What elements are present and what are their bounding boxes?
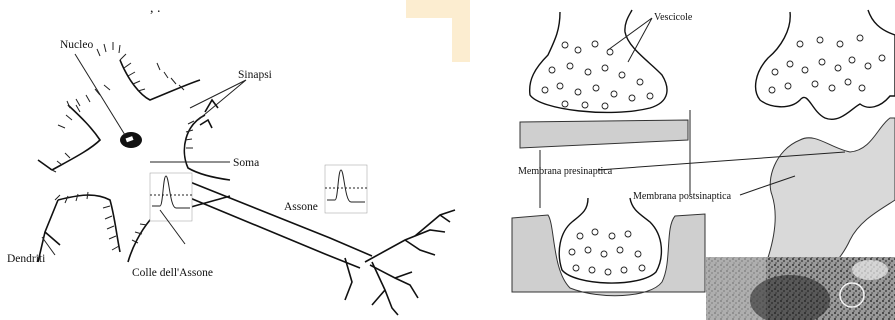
axon-potential-graph [325, 165, 367, 213]
label-vesicles: Vescicole [654, 12, 693, 23]
presynaptic-terminal-top [530, 10, 667, 112]
label-presynaptic-membrane: Membrana presinaptica [518, 166, 613, 177]
postsynaptic-membrane-band-top [520, 120, 688, 148]
label-dendrites: Dendriti [7, 253, 45, 265]
label-nucleus: Nucleo [60, 39, 93, 51]
label-postsynaptic-membrane: Membrana postsinaptica [633, 191, 732, 202]
top-text-fragment: , . [150, 1, 161, 16]
label-soma: Soma [233, 157, 259, 169]
neuron-diagram: Nucleo Sinapsi Soma Assone Dendriti Coll… [7, 39, 455, 315]
label-synapses: Sinapsi [238, 69, 272, 81]
electron-micrograph [706, 257, 895, 320]
axon-terminals [345, 210, 455, 315]
synapse-diagram: Vescicole Membrana presinaptica Membrana… [512, 10, 895, 300]
hillock-potential-graph [150, 173, 192, 221]
label-axon-hillock: Colle dell'Assone [132, 267, 213, 279]
highlight-marker [406, 0, 470, 62]
synaptic-knobs [200, 100, 218, 128]
presynaptic-terminal-right [756, 10, 895, 119]
label-axon: Assone [284, 201, 318, 213]
